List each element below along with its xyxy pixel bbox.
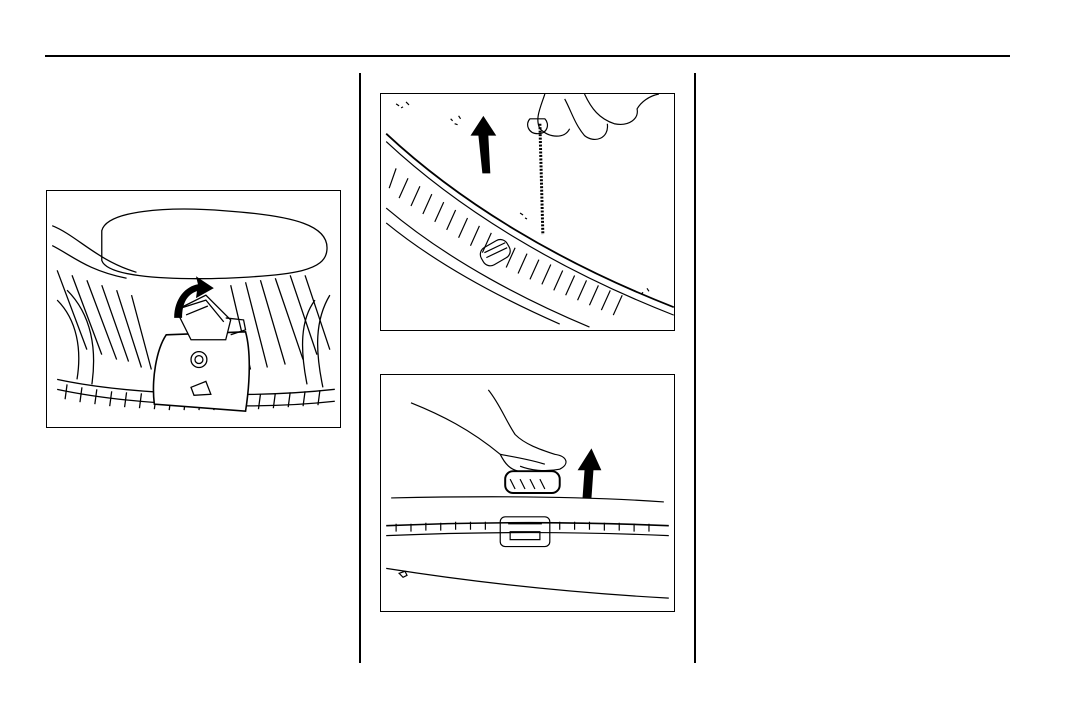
spare-tire-illustration <box>47 191 340 427</box>
arrow-up-icon <box>578 448 602 498</box>
cable-pull-illustration <box>381 94 674 330</box>
header-rule <box>45 55 1010 57</box>
floor-latch-illustration <box>381 375 674 611</box>
arrow-up-icon <box>470 116 496 174</box>
figure-spare-tire-cover <box>46 190 341 428</box>
column-divider-right <box>694 73 696 663</box>
column-divider-left <box>359 73 361 663</box>
figure-tire-cable-pull <box>380 93 675 331</box>
figure-trunk-floor-latch <box>380 374 675 612</box>
